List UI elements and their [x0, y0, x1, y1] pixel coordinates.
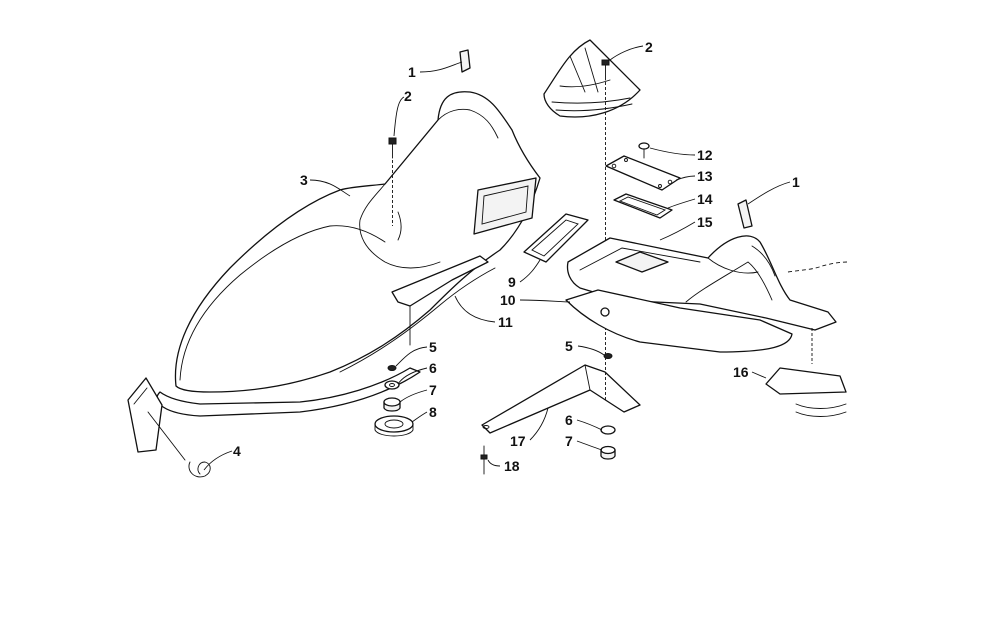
callout-16: 16 — [733, 364, 749, 380]
callout-4: 4 — [233, 443, 241, 459]
callout-6-right: 6 — [565, 412, 573, 428]
callout-7-left: 7 — [429, 382, 437, 398]
item-6-spacer-left — [384, 380, 400, 390]
item-1-cap-right — [737, 199, 753, 229]
item-14-gasket — [613, 193, 673, 219]
item-16-pad — [765, 328, 847, 417]
item-2-bolt-left — [388, 137, 397, 226]
item-5-washer-left — [387, 365, 397, 371]
callout-2-left: 2 — [404, 88, 412, 104]
item-17-deflector — [481, 364, 641, 434]
callout-1-right: 1 — [792, 174, 800, 190]
item-13-bracket-plate — [605, 155, 681, 191]
side-rail — [391, 255, 489, 346]
item-4-latch-plate — [127, 377, 211, 478]
item-5-washer-right — [603, 353, 613, 359]
callout-8: 8 — [429, 404, 437, 420]
hose-line — [787, 261, 849, 273]
callout-17: 17 — [510, 433, 526, 449]
item-7-nut-left — [383, 397, 401, 412]
callout-13: 13 — [697, 168, 713, 184]
callout-9: 9 — [508, 274, 516, 290]
item-7-nut-right — [600, 445, 616, 460]
item-8-grommet — [374, 415, 414, 437]
item-12-knob — [638, 142, 650, 159]
upper-bracket — [543, 39, 641, 118]
callout-6-left: 6 — [429, 360, 437, 376]
callout-2-right: 2 — [645, 39, 653, 55]
item-15-seat-panel — [566, 235, 837, 331]
callout-labels: 1 2 3 4 5 6 7 8 9 10 11 2 12 13 14 15 1 … — [233, 39, 800, 474]
callout-10: 10 — [500, 292, 516, 308]
leader-lines — [203, 45, 791, 471]
callout-3: 3 — [300, 172, 308, 188]
seat-underside-shadow — [156, 367, 421, 417]
callout-12: 12 — [697, 147, 713, 163]
item-2-bolt-right — [601, 59, 610, 400]
callout-5-right: 5 — [565, 338, 573, 354]
item-9-seal — [523, 213, 589, 263]
callout-15: 15 — [697, 214, 713, 230]
item-18-screw — [480, 445, 488, 475]
item-10-base-tray — [565, 289, 793, 353]
item-6-spacer-right — [600, 425, 616, 435]
seat-body — [174, 91, 541, 393]
callout-18: 18 — [504, 458, 520, 474]
item-1-cap-left — [459, 49, 471, 73]
callout-7-right: 7 — [565, 433, 573, 449]
callout-14: 14 — [697, 191, 713, 207]
callout-5-left: 5 — [429, 339, 437, 355]
callout-11: 11 — [498, 314, 513, 330]
callout-1-left: 1 — [408, 64, 416, 80]
